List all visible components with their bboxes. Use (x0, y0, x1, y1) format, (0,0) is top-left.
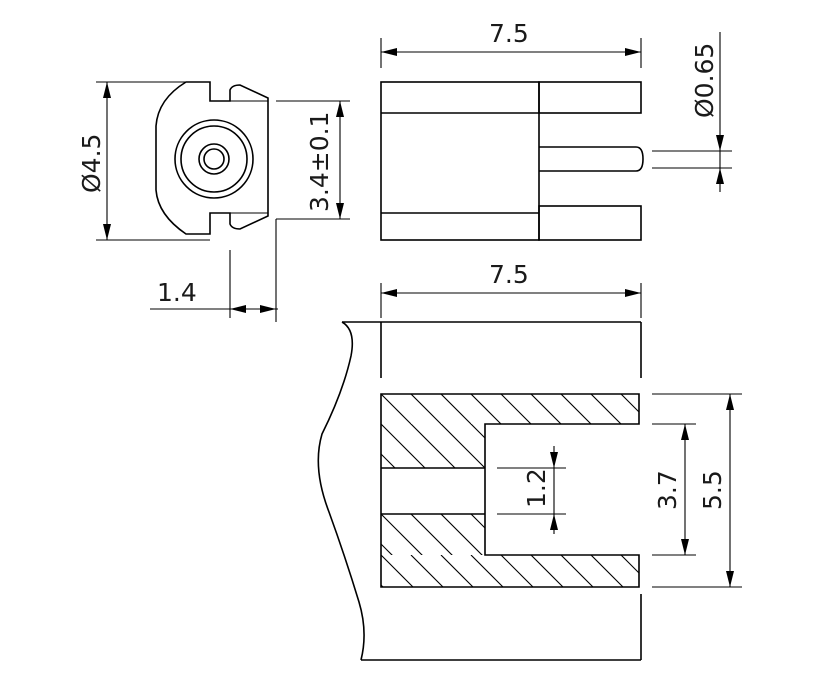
dim-text-body-diameter: Ø4.5 (77, 134, 106, 193)
dim-flat-width: 3.4±0.1 (276, 100, 350, 220)
dielectric-ring (180, 125, 248, 193)
side-view-body (380, 81, 540, 241)
section-hatching (381, 394, 639, 587)
dim-text-pin-diameter: Ø0.65 (690, 43, 719, 118)
front-view-outline (155, 81, 269, 235)
side-view-lower-leg (538, 205, 642, 241)
front-view (155, 81, 269, 235)
dim-body-height: 5.5 (652, 393, 742, 588)
outer-ring (174, 119, 254, 199)
dim-text-pin-height: 1.2 (522, 468, 551, 508)
section-view (317, 321, 642, 661)
dim-section-length: 7.5 (380, 260, 642, 318)
dim-text-body-height: 5.5 (698, 470, 727, 510)
dim-pin-height: 1.2 (497, 446, 566, 534)
side-view (380, 81, 644, 241)
section-block-outline (380, 393, 640, 588)
dim-text-offset: 1.4 (157, 278, 197, 307)
dim-pin-diameter: Ø0.65 (652, 32, 732, 192)
center-contact-ring (198, 143, 230, 175)
dim-offset: 1.4 (150, 219, 278, 322)
center-contact (203, 148, 225, 170)
dim-text-bore-depth: 3.7 (653, 470, 682, 510)
dim-text-section-length: 7.5 (489, 260, 529, 289)
side-view-center-pin (539, 146, 644, 172)
dim-text-flat-width: 3.4±0.1 (305, 112, 334, 212)
side-view-upper-leg (538, 81, 642, 114)
dim-top-length: 7.5 (380, 19, 642, 68)
dim-bore-depth: 3.7 (652, 423, 696, 556)
dim-body-diameter: Ø4.5 (77, 81, 210, 241)
section-break-line (317, 321, 365, 661)
dim-text-top-length: 7.5 (489, 19, 529, 48)
